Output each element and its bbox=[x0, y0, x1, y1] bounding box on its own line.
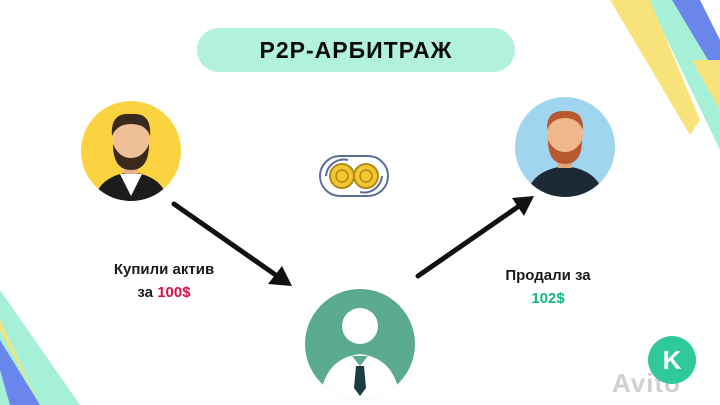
title-pill: P2P-АРБИТРАЖ bbox=[197, 28, 515, 72]
buyer-avatar-icon bbox=[81, 101, 181, 201]
buyer-amount-prefix: за bbox=[137, 284, 158, 301]
arrow-icon bbox=[171, 201, 292, 286]
seller-caption: Продали за 102$ bbox=[478, 264, 618, 310]
buyer-caption-line2: за 100$ bbox=[84, 281, 244, 304]
seller-amount: 102$ bbox=[531, 290, 565, 307]
seller-caption-line1: Продали за bbox=[505, 267, 591, 284]
page-title: P2P-АРБИТРАЖ bbox=[259, 36, 453, 63]
top-right-stripes bbox=[610, 0, 720, 150]
arrow-icon bbox=[415, 196, 534, 279]
seller-avatar-icon bbox=[515, 97, 615, 197]
buyer-amount: 100$ bbox=[157, 284, 191, 301]
bottom-left-stripes bbox=[0, 290, 80, 405]
buyer-caption-line1: Купили актив bbox=[113, 261, 215, 278]
logo-badge: K bbox=[648, 336, 696, 384]
buyer-caption: Купили актив за 100$ bbox=[84, 258, 244, 304]
logo-letter: K bbox=[662, 344, 682, 375]
coin-exchange-icon bbox=[319, 155, 389, 197]
middleman-avatar-icon bbox=[305, 289, 415, 399]
